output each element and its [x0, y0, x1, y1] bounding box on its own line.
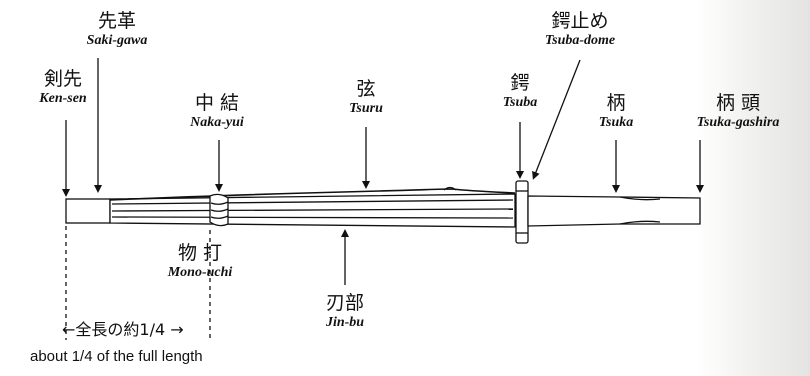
quarter-length-note-en: about 1/4 of the full length [30, 348, 203, 365]
label-tsukagashira: 柄 頭 Tsuka-gashira [696, 92, 780, 130]
label-tsuka: 柄 Tsuka [598, 92, 634, 130]
shinai [65, 180, 701, 244]
label-tsubadome: 鍔止め Tsuba-dome [544, 10, 616, 48]
tsuba-part [515, 180, 529, 244]
label-sakigawa: 先革 Saki-gawa [86, 10, 148, 48]
arrow-tsubadome [532, 59, 581, 180]
label-jinbu: 刃部 Jin-bu [325, 292, 365, 330]
sakigawa-part [65, 198, 111, 224]
label-tsuru: 弦 Tsuru [349, 78, 383, 116]
tsuru-string [109, 188, 516, 201]
label-kensen: 剣先 Ken-sen [39, 68, 87, 106]
label-monouchi: 物 打 Mono-uchi [167, 242, 233, 280]
nakayui-tie [209, 193, 229, 227]
label-nakayui: 中 結 Naka-yui [190, 92, 244, 130]
quarter-length-note: ←全長の約1/4 → [62, 320, 184, 339]
label-tsuba: 鍔 Tsuba [502, 72, 538, 110]
tsuka-part [527, 195, 701, 227]
